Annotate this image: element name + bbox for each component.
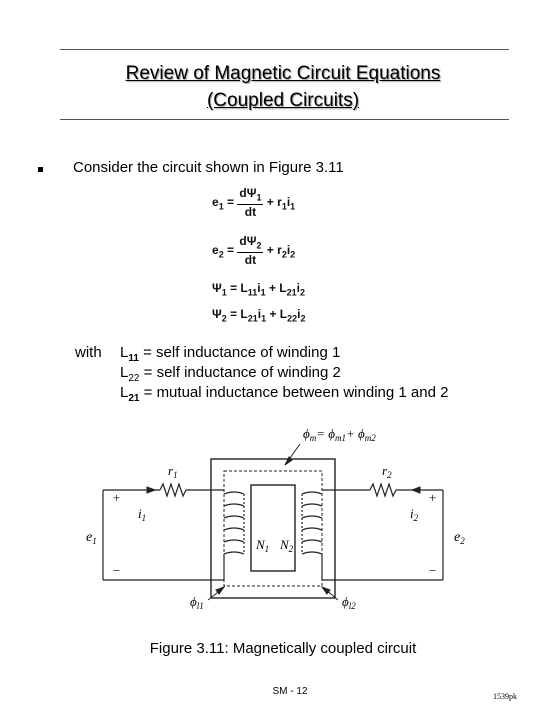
minus-right: −: [428, 563, 437, 578]
eq-e2-tail: + r: [266, 242, 282, 257]
eq-e2-den: dt: [244, 253, 257, 268]
eq-e2-lhs: e: [212, 242, 219, 257]
def-l11-text: = self inductance of winding 1: [138, 344, 341, 361]
eq-e1-fraction: dΨ1 dt: [237, 186, 264, 220]
eq-psi1-plus: + L: [268, 281, 287, 295]
eq-e2-num-sub: 2: [256, 240, 262, 251]
bottom-rule: [60, 119, 509, 120]
current-i1-arrow: [130, 486, 157, 494]
eq-psi1-lhs-sub: 1: [221, 287, 227, 298]
current-i2-arrow: [410, 486, 433, 494]
eq-e1-num-sub: 1: [256, 192, 262, 203]
definition-l22: L22 = self inductance of winding 2: [120, 364, 341, 384]
equation-psi1: Ψ1 = L11i1 + L21i2: [212, 281, 305, 297]
slide-footer: SM - 12: [272, 686, 308, 697]
eq-e1-tail-sub: 1: [281, 201, 287, 212]
winding-2-coils: [301, 491, 323, 555]
e1-label: e1: [86, 530, 97, 546]
equation-psi2: Ψ2 = L21i1 + L22i2: [212, 307, 306, 323]
eq-e2-fraction: dΨ2 dt: [237, 234, 264, 268]
eq-e2-lhs-sub: 2: [218, 249, 224, 260]
eq-e2-tail2: i: [286, 242, 291, 257]
title-line-2: (Coupled Circuits): [206, 90, 360, 111]
equation-e2: e2 = dΨ2 dt + r2i2: [212, 234, 296, 268]
eq-e1-tail: + r: [266, 194, 282, 209]
eq-e1-tail2-sub: 1: [290, 201, 296, 212]
figure-caption: Figure 3.11: Magnetically coupled circui…: [0, 640, 540, 657]
def-l22-sub: 22: [128, 373, 140, 384]
phi-m-label: ϕm= ϕm1+ ϕm2: [303, 426, 376, 443]
caption-rest: : Magnetically coupled circuit: [224, 640, 417, 657]
def-l22-sym: L: [120, 364, 129, 381]
definition-l21: L21 = mutual inductance between winding …: [120, 384, 448, 404]
def-l11-sym: L: [120, 344, 129, 361]
eq-psi1-d: 21: [286, 287, 297, 298]
eq-psi1-rhs: = L: [230, 281, 248, 295]
left-circuit-wires: [102, 482, 225, 581]
eq-e1-den: dt: [244, 205, 257, 220]
transformer-core: [210, 458, 336, 599]
plus-right: +: [428, 490, 437, 505]
eq-psi2-a: 21: [247, 313, 258, 324]
bullet-marker: [38, 167, 43, 172]
equation-e1: e1 = dΨ1 dt + r1i1: [212, 186, 296, 220]
eq-psi2-e: i: [297, 307, 301, 321]
eq-psi2-plus: + L: [269, 307, 288, 321]
n2-label: N2: [279, 537, 294, 554]
def-l21-sub: 21: [128, 393, 140, 404]
def-l21-sym: L: [120, 384, 129, 401]
eq-e1-tail2: i: [286, 194, 291, 209]
title-line-1: Review of Magnetic Circuit Equations: [125, 63, 441, 84]
def-l21-text: = mutual inductance between winding 1 an…: [139, 384, 449, 401]
eq-e2-tail-sub: 2: [281, 249, 287, 260]
eq-psi1-e: i: [296, 281, 300, 295]
i2-label: i2: [410, 506, 419, 523]
winding-1-coils: [223, 491, 245, 555]
right-circuit-wires: [321, 482, 444, 581]
eq-psi2-lhs-sub: 2: [221, 313, 227, 324]
mutual-flux-arrow: [284, 443, 301, 466]
plus-left: +: [112, 490, 121, 505]
eq-e1-lhs-sub: 1: [218, 201, 224, 212]
eq-psi2-b: i: [257, 307, 262, 321]
bullet-text: Consider the circuit shown in Figure 3.1…: [73, 159, 344, 176]
eq-e1-num: dΨ: [239, 186, 257, 200]
eq-psi1-a: 11: [247, 287, 258, 298]
eq-psi2-d: 22: [287, 313, 298, 324]
leakage-flux-1-arrow: [207, 585, 226, 601]
leakage-flux-2-arrow: [320, 585, 339, 601]
top-rule: [60, 49, 509, 50]
eq-psi1-c: 1: [260, 287, 266, 298]
eq-psi1-b: i: [257, 281, 261, 295]
def-l11-sub: 11: [128, 353, 139, 364]
eq-psi2-lhs: Ψ: [212, 307, 222, 321]
r1-label: r1: [168, 463, 178, 480]
e2-label: e2: [454, 530, 465, 546]
slide-footnote: 1539pk: [493, 692, 517, 701]
eq-e2-tail2-sub: 2: [290, 249, 296, 260]
caption-bold: Figure 3.11: [149, 640, 225, 657]
n1-label: N1: [255, 537, 269, 554]
minus-left: −: [112, 563, 121, 578]
eq-e2-num: dΨ: [239, 234, 257, 248]
phi-l1-label: ϕl1: [190, 594, 204, 611]
def-l22-text: = self inductance of winding 2: [139, 364, 341, 381]
eq-psi1-f: 2: [300, 287, 306, 298]
i1-label: i1: [138, 506, 146, 523]
definition-l11: L11 = self inductance of winding 1: [120, 344, 340, 364]
eq-psi2-rhs: = L: [230, 307, 248, 321]
eq-psi2-c: 1: [261, 313, 267, 324]
eq-psi2-f: 2: [300, 313, 306, 324]
eq-e1-lhs: e: [212, 194, 219, 209]
with-label: with: [75, 344, 102, 361]
eq-psi1-lhs: Ψ: [212, 281, 222, 295]
r2-label: r2: [382, 463, 392, 480]
phi-l2-label: ϕl2: [342, 594, 356, 611]
